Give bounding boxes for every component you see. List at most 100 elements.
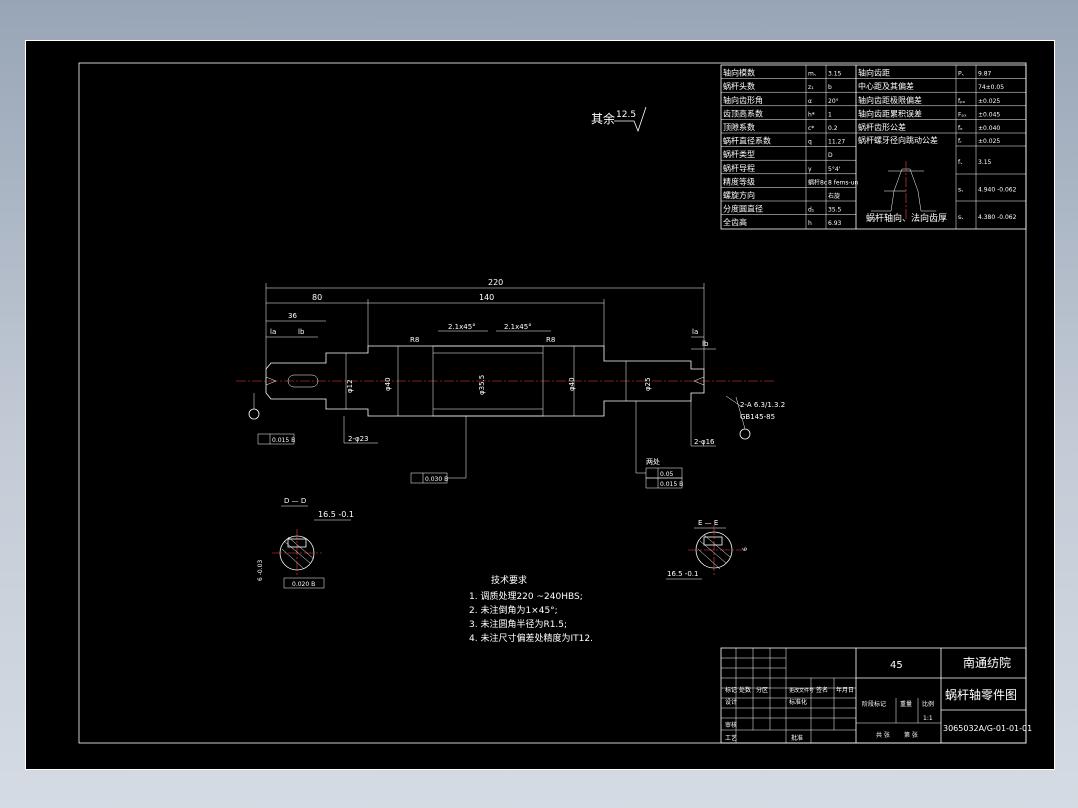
ptable-left-r1-c1: z₁ [808,84,814,91]
tb-label-zone: 分区 [756,686,768,694]
ptable-right-r6-c1: f、 [958,159,966,166]
section-ee-keyway: 6 [742,547,749,551]
radius-left: R8 [410,336,419,344]
tooth-profile-sketch [871,161,936,219]
dia-shaft-right: φ25 [644,377,652,391]
ptable-left-r10-c1: d₁ [808,207,815,214]
tb-label-review: 审核 [725,721,737,729]
ptable-left-r8-c2: 8 fems-un [828,179,858,186]
tb-label-change: 更改文件号 [789,687,814,694]
ptable-right-r8-c2: 4.380 -0.062 [978,214,1017,221]
ptable-right-r7-c2: 4.940 -0.062 [978,186,1017,193]
dia-bore-b: φ40 [384,377,392,391]
ptable-right-r3-c1: Fₚₓ [958,111,967,118]
tech-req-item-1: 1. 调质处理220 ~240HBS; [469,590,583,602]
ptable-left-r2-c2: 20° [828,98,839,105]
ptable-right-r3-c2: ±0.045 [978,111,1000,118]
tb-label-total: 共 张 [876,731,890,739]
ptable-left-r0-c0: 轴向模数 [723,68,755,78]
tb-material: 45 [890,660,903,671]
ptable-right-r7-c1: s、 [958,186,967,193]
tb-label-weight: 重量 [900,700,912,708]
roughness-note: 其余 12.5 [591,106,647,133]
dia-bore-a: φ12 [346,379,354,393]
dim-left-seg: 80 [312,293,322,302]
tb-label-stage: 阶段标记 [862,700,886,708]
ptable-right-r5-c0: 蜗杆螺牙径向跳动公差 [858,135,938,145]
tech-req-item-3: 3. 未注圆角半径为R1.5; [469,618,567,630]
tb-drawing-name: 蜗杆轴零件图 [945,687,1017,702]
ptable-right-r5-c1: fᵣ [958,138,962,145]
roughness-symbol [614,106,647,133]
ptable-left-r11-c2: 6.93 [828,220,842,227]
ptable-left-r3-c2: 1 [828,111,832,118]
ptable-left-r7-c2: 5°4' [828,166,841,173]
ptable-left-r5-c1: q [808,139,812,146]
roughness-value: 12.5 [616,110,636,120]
inner-frame [78,62,1027,744]
title-block: 标记 处数 分区 更改文件号 签名 年月日 设计 标准化 阶段标记 重量 比例 … [720,647,1032,744]
ptable-left-r4-c0: 顶隙系数 [723,122,755,132]
section-ee-label: E — E [698,519,718,527]
ptable-right-r8-c1: s、 [958,214,967,221]
section-ee-width: 16.5 -0.1 [667,570,698,578]
tb-label-sheet: 第 张 [904,731,918,739]
tol-frame-right: 两处 0.05 0.015 B [635,401,683,489]
ptable-left-r10-c0: 分度圆直径 [723,204,763,214]
ptable-left-r7-c0: 蜗杆导程 [723,163,755,173]
svg-text:两处: 两处 [646,457,660,466]
svg-text:0.05: 0.05 [660,471,674,478]
ptable-left-r9-c2: 右旋 [828,192,840,200]
radius-right: R8 [546,336,555,344]
thread-right: 2-φ16 [694,438,715,446]
ptable-left-r1-c2: b [828,84,832,91]
tech-req-title: 技术要求 [491,574,527,586]
ptable-left-r11-c0: 全齿高 [723,217,747,227]
dim-la: la [270,328,276,336]
section-dd-tol: 0.020 B [292,581,315,588]
datum-left-icon [248,408,260,420]
ptable-left-r4-c2: 0.2 [828,125,838,132]
ptable-right-r4-c0: 蜗杆齿形公差 [858,122,906,132]
ptable-left-r1-c0: 蜗杆头数 [723,81,755,91]
dim-36: 36 [288,312,297,320]
worm-thread-region [432,345,544,417]
ptable-right-r4-c1: fₑ [958,125,963,132]
svg-text:0.015 B: 0.015 B [660,481,683,488]
ptable-left-r8-c0: 精度等级 [723,176,755,186]
dim-right-lb: lb [702,340,709,348]
ptable-left-r2-c1: α [808,98,812,105]
dim-overall: 220 [488,278,503,287]
center-hole-std: GB145-85 [740,413,775,421]
ptable-left-r3-c0: 齿顶高系数 [723,108,763,118]
tb-label-date: 年月日 [836,686,854,694]
section-dd-label: D — D [284,497,306,505]
tech-req-item-4: 4. 未注尺寸偏差处精度为IT12. [469,632,593,644]
ptable-left-r6-c2: D [828,152,833,159]
ptable-right-r0-c2: 9.87 [978,71,992,78]
tb-drawing-no: 3065032A/G-01-01-01 [943,724,1032,733]
ptable-left-r0-c1: m、 [808,71,820,78]
ptable-left-r4-c1: c* [808,125,814,132]
ptable-left-r0-c2: 3.15 [828,71,842,78]
ptable-left-r9-c0: 螺旋方向 [723,190,755,200]
tb-label-sign: 签名 [816,686,828,694]
tol-frame-mid: 0.030 B [410,416,467,484]
ptable-right-r2-c1: fₚₓ [958,98,966,105]
thread-left: 2-φ23 [348,435,369,443]
ptable-right-r3-c0: 轴向齿距累积误差 [858,108,922,118]
tol-frame-left: 0.015 B [257,433,295,445]
ptable-right-r2-c2: ±0.025 [978,98,1000,105]
ptable-right-r5-c2: ±0.025 [978,138,1000,145]
tb-label-std: 标准化 [789,698,807,706]
dia-shaft-mid: φ35.5 [478,375,486,395]
tb-label-process: 工艺 [725,734,737,742]
keyway [287,374,319,388]
section-d-d: D — D 16.5 -0.1 6 -0.03 0.020 B [257,497,354,589]
ptable-right-r0-c1: P、 [958,71,968,78]
ptable-right-r6-c2: 3.15 [978,159,992,166]
ptable-left-r3-c1: h* [808,111,815,118]
